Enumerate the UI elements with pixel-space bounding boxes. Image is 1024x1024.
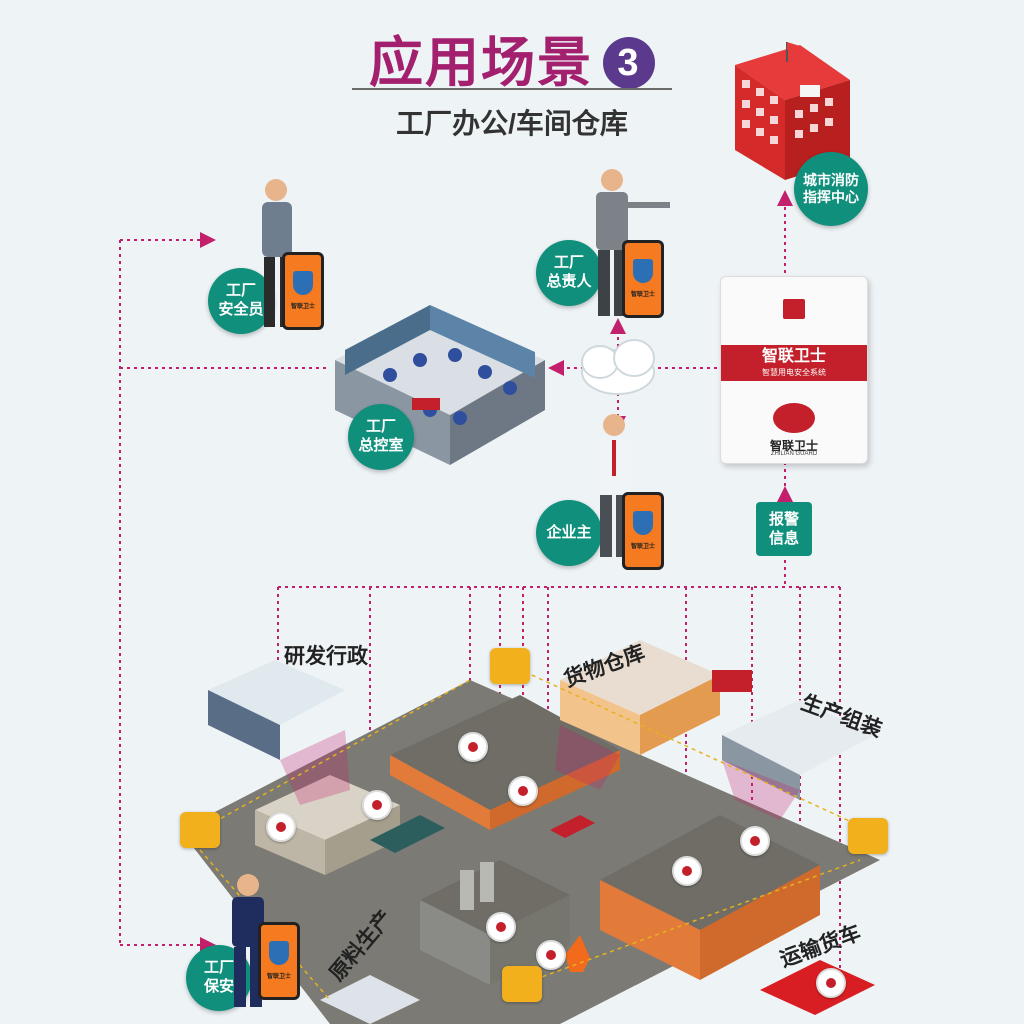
title-divider bbox=[352, 88, 672, 90]
brand-logo-icon bbox=[773, 403, 815, 433]
smoke-detector-icon bbox=[508, 776, 538, 806]
device-brand: 智联卫士 bbox=[761, 348, 826, 365]
smoke-detector-icon bbox=[458, 732, 488, 762]
title-text: 应用场景 bbox=[369, 33, 593, 93]
fire-command-center: 城市消防 指挥中心 bbox=[794, 152, 868, 226]
scene-number-badge: 3 bbox=[603, 36, 655, 89]
role-general-manager: 工厂 总责人 bbox=[536, 240, 602, 306]
phone-icon: 智联卫士 bbox=[282, 252, 324, 330]
control-room-illustration bbox=[335, 305, 545, 465]
shield-icon bbox=[633, 259, 653, 283]
smoke-detector-icon bbox=[536, 940, 566, 970]
zhilian-guard-device: 智联卫士 智慧用电安全系统 智联卫士 ZHILIAN GUARD bbox=[720, 276, 868, 464]
device-brand-band: 智联卫士 智慧用电安全系统 bbox=[721, 345, 867, 381]
zone-illustrations bbox=[208, 640, 875, 1024]
shield-icon bbox=[293, 271, 313, 295]
phone-icon: 智联卫士 bbox=[622, 492, 664, 570]
cloud-icon bbox=[581, 339, 655, 395]
smoke-detector-icon bbox=[740, 826, 770, 856]
arrow-alarm-up bbox=[777, 486, 793, 502]
page-subtitle: 工厂办公/车间仓库 bbox=[396, 108, 628, 139]
camera-icon bbox=[502, 966, 542, 1002]
smoke-detector-icon bbox=[816, 968, 846, 998]
role-safety-officer: 工厂 安全员 bbox=[208, 268, 274, 334]
phone-icon: 智联卫士 bbox=[258, 922, 300, 1000]
smoke-detector-icon bbox=[362, 790, 392, 820]
arrow-to-fire-center bbox=[777, 190, 793, 206]
phone-icon: 智联卫士 bbox=[622, 240, 664, 318]
arrow-to-safety bbox=[200, 232, 216, 248]
arrow-to-manager bbox=[610, 318, 626, 334]
shield-icon bbox=[269, 941, 289, 965]
camera-icon bbox=[180, 812, 220, 848]
brand-seal-icon bbox=[783, 299, 805, 319]
alarm-info-tag: 报警 信息 bbox=[756, 502, 812, 556]
device-brand-bottom: 智联卫士 bbox=[769, 439, 818, 453]
smoke-detector-icon bbox=[486, 912, 516, 942]
role-control-room: 工厂 总控室 bbox=[348, 404, 414, 470]
zone-rd-admin: 研发行政 bbox=[284, 645, 368, 668]
smoke-detector-icon bbox=[672, 856, 702, 886]
shield-icon bbox=[633, 511, 653, 535]
fire-icon bbox=[565, 935, 590, 972]
device-tagline: 智慧用电安全系统 bbox=[762, 368, 826, 377]
camera-icon bbox=[490, 648, 530, 684]
camera-icon bbox=[848, 818, 888, 854]
smoke-detector-icon bbox=[266, 812, 296, 842]
role-owner: 企业主 bbox=[536, 500, 602, 566]
device-brand-en: ZHILIAN GUARD bbox=[770, 451, 818, 457]
arrow-to-control bbox=[548, 360, 564, 376]
